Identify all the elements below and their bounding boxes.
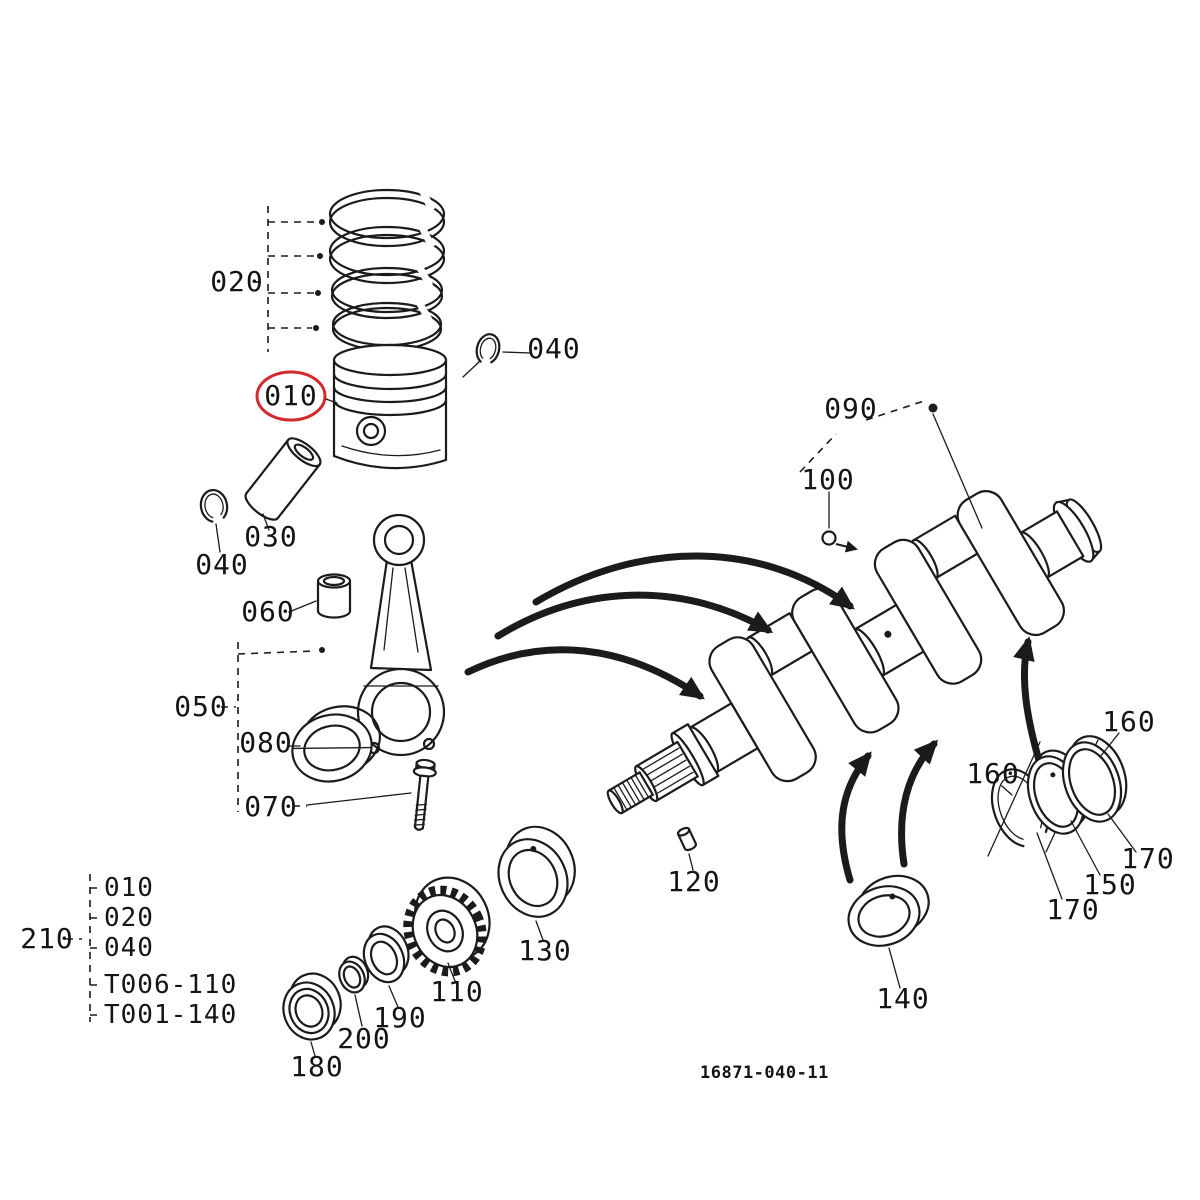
group-210-item-040[interactable]: 040 <box>104 933 154 963</box>
group-210-list: 210 010 020 040 T006-110 T001-140 <box>20 873 237 1030</box>
collar-190 <box>362 925 410 984</box>
part-label-090[interactable]: 090 <box>824 392 878 425</box>
piston-ring-set <box>328 188 446 352</box>
part-label-210[interactable]: 210 <box>20 922 74 955</box>
callout-100 <box>821 491 858 553</box>
highlight-circle-010 <box>255 370 327 422</box>
rod-bearing-shell <box>291 705 381 783</box>
part-labels: 020 040 010 030 040 060 050 080 070 090 … <box>174 265 1175 1083</box>
part-label-170-left[interactable]: 170 <box>1046 893 1100 926</box>
part-label-030[interactable]: 030 <box>244 520 298 553</box>
small-end-bushing <box>316 573 352 619</box>
leader-070 <box>306 792 412 806</box>
main-bearing-140 <box>847 874 930 947</box>
highlight-010 <box>255 370 338 422</box>
piston <box>332 343 448 470</box>
part-label-160-right[interactable]: 160 <box>1102 705 1156 738</box>
part-label-160-left[interactable]: 160 <box>966 757 1020 790</box>
main-bearing-130 <box>497 825 576 918</box>
rear-bearing-stack <box>987 732 1137 900</box>
part-label-110[interactable]: 110 <box>430 975 484 1008</box>
leader-110 <box>447 962 456 982</box>
leader-120 <box>688 853 694 871</box>
leader-180 <box>310 1041 316 1057</box>
bracket-210 <box>66 874 100 1022</box>
assembly-arrows <box>464 552 1044 884</box>
leader-200 <box>354 994 363 1027</box>
part-label-010[interactable]: 010 <box>264 379 318 412</box>
part-label-140[interactable]: 140 <box>876 982 930 1015</box>
part-label-200[interactable]: 200 <box>337 1022 391 1055</box>
part-label-020[interactable]: 020 <box>210 265 264 298</box>
group-210-item-020[interactable]: 020 <box>104 903 154 933</box>
part-label-080[interactable]: 080 <box>239 726 293 759</box>
washer-200 <box>338 955 370 994</box>
part-label-060[interactable]: 060 <box>241 595 295 628</box>
crankshaft <box>606 490 1103 815</box>
leader-030 <box>262 513 270 531</box>
part-label-180[interactable]: 180 <box>290 1050 344 1083</box>
part-label-100[interactable]: 100 <box>801 463 855 496</box>
part-label-170-right[interactable]: 170 <box>1121 842 1175 875</box>
part-label-040-left[interactable]: 040 <box>195 548 249 581</box>
woodruff-key <box>676 826 698 852</box>
part-label-040-top[interactable]: 040 <box>527 332 581 365</box>
leader-190 <box>388 985 399 1008</box>
part-label-120[interactable]: 120 <box>667 865 721 898</box>
drawing-number: 16871-040-11 <box>700 1063 829 1083</box>
leader-130 <box>535 920 544 941</box>
part-label-070[interactable]: 070 <box>244 790 298 823</box>
leader-060 <box>288 600 317 613</box>
circlip-top <box>475 333 501 365</box>
leader-040-top <box>462 351 532 378</box>
group-210-item-T001-140[interactable]: T001-140 <box>104 1000 237 1030</box>
piston-pin <box>244 437 322 521</box>
part-label-150[interactable]: 150 <box>1083 868 1137 901</box>
bearing-180 <box>282 972 342 1041</box>
bracket-050 <box>221 642 325 812</box>
part-label-190[interactable]: 190 <box>373 1001 427 1034</box>
leader-140 <box>888 947 901 989</box>
crank-gear <box>403 876 491 977</box>
rod-bolt <box>412 758 437 831</box>
group-210-item-T006-110[interactable]: T006-110 <box>104 970 237 1000</box>
part-label-130[interactable]: 130 <box>518 934 572 967</box>
connecting-rod <box>356 513 446 757</box>
leader-040-left <box>215 523 221 553</box>
part-label-050[interactable]: 050 <box>174 690 228 723</box>
bracket-020 <box>254 206 325 352</box>
callout-090 <box>799 400 983 529</box>
group-210-item-010[interactable]: 010 <box>104 873 154 903</box>
circlip-left <box>199 488 229 524</box>
